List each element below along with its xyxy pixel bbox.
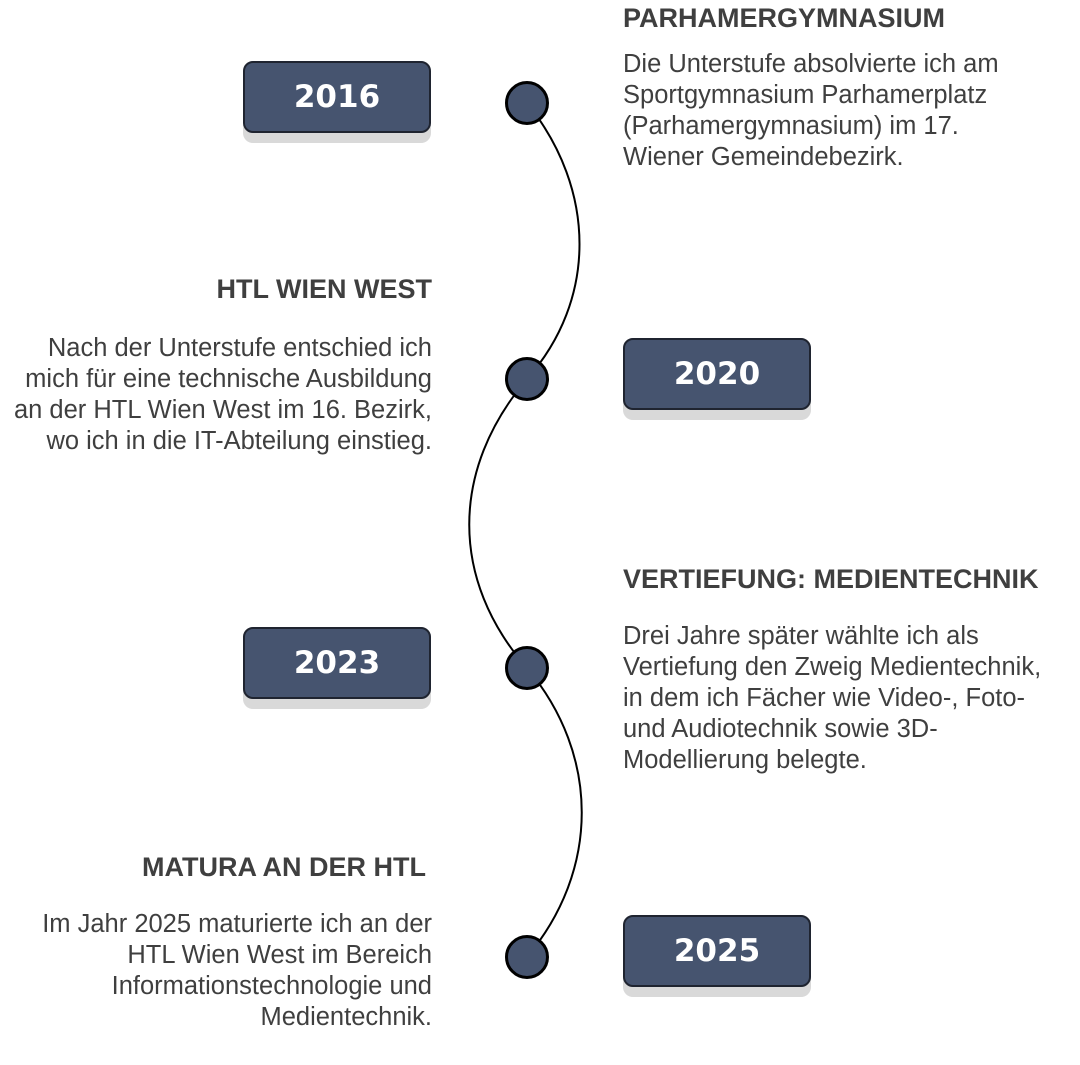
- timeline-curve-1: [526, 102, 581, 380]
- year-badge-2020: 2020: [623, 338, 811, 410]
- entry-title-parhamergymnasium: PARHAMERGYMNASIUM: [623, 3, 945, 33]
- timeline-node-2020: [505, 357, 549, 401]
- timeline-node-2016: [505, 81, 549, 125]
- timeline-node-2025: [505, 935, 549, 979]
- entry-text-matura: Im Jahr 2025 maturierte ich an der HTL W…: [42, 910, 432, 1031]
- timeline-curve-2: [468, 378, 528, 669]
- year-badge-2025: 2025: [623, 915, 811, 987]
- timeline-node-2023: [505, 646, 549, 690]
- entry-title-htl-wien-west: HTL WIEN WEST: [216, 274, 433, 304]
- year-badge-2016: 2016: [243, 61, 431, 133]
- year-badge-2023: 2023: [243, 627, 431, 699]
- timeline-curve-3: [526, 667, 583, 958]
- entry-title-vertiefung-medientechnik: VERTIEFUNG: MEDIENTECHNIK: [623, 564, 1039, 594]
- entry-text-parhamergymnasium: Die Unterstufe absolvierte ich am Sportg…: [623, 50, 999, 171]
- entry-text-vertiefung-medientechnik: Drei Jahre später wählte ich als Vertief…: [623, 622, 1042, 774]
- entry-text-htl-wien-west: Nach der Unterstufe entschied ich mich f…: [13, 334, 432, 455]
- entry-title-matura: MATURA AN DER HTL: [142, 852, 426, 882]
